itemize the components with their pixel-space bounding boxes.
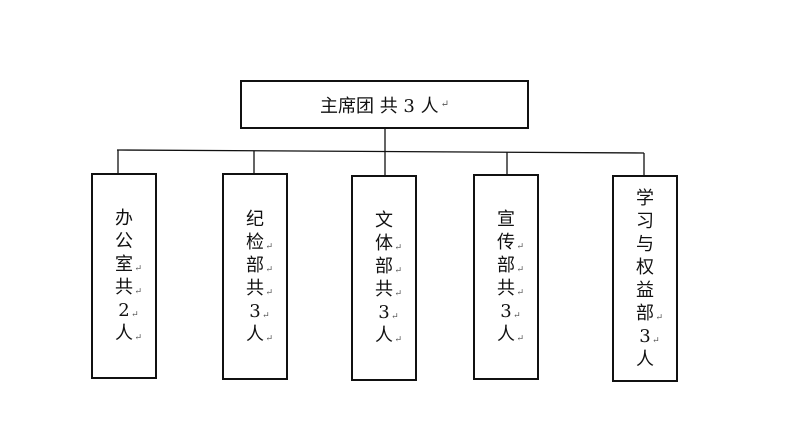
dept-box-publicity: 宣传↵部↵共↵3↵人↵ bbox=[473, 174, 539, 380]
dept-text-line: 学 bbox=[636, 187, 654, 210]
dept-char: 部 bbox=[636, 302, 654, 324]
paragraph-mark-icon: ↵ bbox=[265, 333, 273, 344]
dept-char: 学 bbox=[636, 187, 654, 209]
paragraph-mark-icon: ↵ bbox=[440, 99, 449, 110]
dept-box-study-rights: 学习与权益部↵3↵人 bbox=[612, 175, 678, 382]
dept-text-line: 体↵ bbox=[375, 232, 402, 255]
dept-char: 室 bbox=[115, 254, 133, 275]
dept-text-line: 共↵ bbox=[375, 278, 402, 301]
dept-char: 宣 bbox=[497, 209, 515, 230]
dept-char: 与 bbox=[636, 233, 654, 255]
dept-text-line: 习 bbox=[636, 210, 654, 233]
paragraph-mark-icon: ↵ bbox=[516, 242, 524, 252]
dept-char: 人 bbox=[115, 323, 133, 344]
dept-text-line: 2↵ bbox=[118, 299, 138, 322]
dept-char: 部 bbox=[497, 255, 515, 276]
dept-char: 体 bbox=[375, 233, 393, 254]
dept-text-line: 共↵ bbox=[246, 277, 273, 300]
dept-char: 办 bbox=[115, 208, 133, 229]
dept-text-line: 办 bbox=[115, 207, 133, 230]
dept-char: 3 bbox=[249, 300, 261, 322]
dept-char: 共 bbox=[375, 279, 393, 300]
dept-char: 2 bbox=[118, 300, 130, 321]
paragraph-mark-icon: ↵ bbox=[265, 264, 273, 275]
dept-text-line: 共↵ bbox=[497, 277, 524, 300]
branch-bar bbox=[116, 149, 645, 154]
dept-text-line: 纪 bbox=[246, 208, 264, 231]
dept-text-line: 3↵ bbox=[500, 300, 520, 323]
dept-char: 共 bbox=[497, 278, 515, 299]
dept-text-line: 部↵ bbox=[246, 254, 273, 277]
dept-char: 益 bbox=[636, 279, 654, 301]
paragraph-mark-icon: ↵ bbox=[265, 241, 273, 252]
presidium-box: 主席团 共 3 人↵ bbox=[240, 80, 529, 129]
dept-text-line: 人↵ bbox=[115, 322, 142, 345]
paragraph-mark-icon: ↵ bbox=[265, 287, 273, 298]
paragraph-mark-icon: ↵ bbox=[516, 334, 524, 344]
dept-char: 3 bbox=[639, 325, 651, 347]
paragraph-mark-icon: ↵ bbox=[262, 310, 270, 321]
dept-char: 部 bbox=[375, 256, 393, 277]
dept-text-line: 权 bbox=[636, 256, 654, 279]
dept-text-line: 益 bbox=[636, 279, 654, 302]
dept-char: 习 bbox=[636, 210, 654, 232]
dept-char: 传 bbox=[497, 232, 515, 253]
dept-char: 3 bbox=[500, 301, 512, 322]
dept-box-discipline: 纪检↵部↵共↵3↵人↵ bbox=[222, 173, 288, 380]
paragraph-mark-icon: ↵ bbox=[516, 265, 524, 275]
paragraph-mark-icon: ↵ bbox=[391, 312, 399, 322]
dept-text-line: 3↵ bbox=[639, 325, 659, 348]
paragraph-mark-icon: ↵ bbox=[131, 310, 139, 320]
dept-text-line: 文 bbox=[375, 209, 393, 232]
dept-text-line: 3↵ bbox=[378, 301, 398, 324]
dept-char: 文 bbox=[375, 210, 393, 231]
dept-text-line: 人↵ bbox=[497, 323, 524, 346]
dept-char: 人 bbox=[375, 325, 393, 346]
dept-char: 检 bbox=[246, 231, 264, 253]
paragraph-mark-icon: ↵ bbox=[655, 312, 663, 323]
dept-text-line: 宣 bbox=[497, 208, 515, 231]
dept-char: 部 bbox=[246, 254, 264, 276]
dept-char: 人 bbox=[497, 324, 515, 345]
dept-char: 人 bbox=[246, 323, 264, 345]
paragraph-mark-icon: ↵ bbox=[134, 264, 142, 274]
dept-text-line: 部↵ bbox=[375, 255, 402, 278]
dept-char: 公 bbox=[115, 231, 133, 252]
paragraph-mark-icon: ↵ bbox=[394, 289, 402, 299]
dept-text-line: 传↵ bbox=[497, 231, 524, 254]
paragraph-mark-icon: ↵ bbox=[516, 288, 524, 298]
dept-char: 共 bbox=[246, 277, 264, 299]
paragraph-mark-icon: ↵ bbox=[394, 266, 402, 276]
dept-char: 权 bbox=[636, 256, 654, 278]
paragraph-mark-icon: ↵ bbox=[134, 287, 142, 297]
dept-text-line: 检↵ bbox=[246, 231, 273, 254]
dept-char: 人 bbox=[636, 348, 654, 370]
dept-text-line: 人↵ bbox=[375, 324, 402, 347]
dept-text-line: 部↵ bbox=[636, 302, 663, 325]
paragraph-mark-icon: ↵ bbox=[513, 311, 521, 321]
dept-text-line: 3↵ bbox=[249, 300, 269, 323]
dept-char: 纪 bbox=[246, 208, 264, 230]
dept-text-line: 与 bbox=[636, 233, 654, 256]
dept-char: 共 bbox=[115, 277, 133, 298]
paragraph-mark-icon: ↵ bbox=[134, 333, 142, 343]
paragraph-mark-icon: ↵ bbox=[652, 335, 660, 346]
presidium-label: 主席团 共 3 人 bbox=[319, 95, 439, 117]
dept-text-line: 人 bbox=[636, 348, 654, 371]
dept-text-line: 共↵ bbox=[115, 276, 142, 299]
dept-box-culture-sports: 文体↵部↵共↵3↵人↵ bbox=[351, 175, 417, 381]
paragraph-mark-icon: ↵ bbox=[394, 335, 402, 345]
dept-text-line: 人↵ bbox=[246, 323, 273, 346]
dept-text-line: 部↵ bbox=[497, 254, 524, 277]
dept-box-office: 办公室↵共↵2↵人↵ bbox=[91, 173, 157, 379]
dept-char: 3 bbox=[378, 302, 390, 323]
dept-text-line: 室↵ bbox=[115, 253, 142, 276]
dept-text-line: 公 bbox=[115, 230, 133, 253]
paragraph-mark-icon: ↵ bbox=[394, 243, 402, 253]
